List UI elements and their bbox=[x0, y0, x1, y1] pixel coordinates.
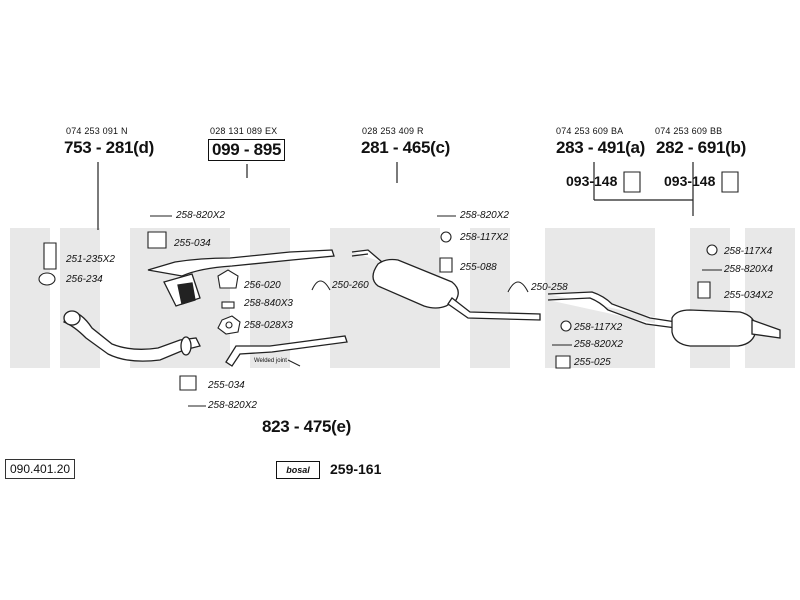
label-250-260: 250-260 bbox=[332, 280, 369, 291]
ref-rear-a: 074 253 609 BA bbox=[556, 126, 624, 136]
label-258-117x4: 258-117X4 bbox=[724, 246, 773, 257]
label-255-034x2: 255-034X2 bbox=[724, 290, 773, 301]
ref-rear-b: 074 253 609 BB bbox=[655, 126, 723, 136]
brand-logo: bosal bbox=[276, 461, 320, 479]
front-pipe-part bbox=[63, 310, 201, 362]
part-rear-a: 283 - 491(a) bbox=[556, 138, 646, 157]
label-258-117x2-mid: 258-117X2 bbox=[460, 232, 509, 243]
catalog-number: 090.401.20 bbox=[5, 459, 76, 479]
bracket-b-label: 093-148 bbox=[664, 173, 716, 189]
middle-silencer-part bbox=[351, 249, 541, 321]
label-250-258: 250-258 bbox=[531, 282, 568, 293]
label-255-034-top: 255-034 bbox=[174, 238, 211, 249]
screw-markers bbox=[150, 215, 722, 407]
label-256-020: 256-020 bbox=[244, 280, 281, 291]
label-255-088: 255-088 bbox=[460, 262, 497, 273]
label-255-034-bottom: 255-034 bbox=[208, 380, 245, 391]
fitting-kit-number: 259-161 bbox=[330, 461, 382, 477]
label-welded-joint: Welded joint bbox=[254, 358, 287, 364]
ref-front-pipe: 074 253 091 N bbox=[66, 126, 128, 136]
part-front-pipe: 753 - 281(d) bbox=[64, 138, 154, 157]
label-256-234: 256-234 bbox=[66, 274, 103, 285]
label-258-820x4: 258-820X4 bbox=[724, 264, 773, 275]
part-rear-b: 282 - 691(b) bbox=[656, 138, 746, 157]
label-251-235x2: 251-235X2 bbox=[66, 254, 115, 265]
part-middle-silencer: 281 - 465(c) bbox=[361, 138, 451, 157]
hardware-glyphs bbox=[38, 171, 739, 391]
part-middle-pipe: 823 - 475(e) bbox=[262, 417, 352, 436]
watermark-band-9 bbox=[745, 228, 795, 368]
label-258-820x2-mid: 258-820X2 bbox=[460, 210, 509, 221]
label-258-820x2-bottom: 258-820X2 bbox=[208, 400, 257, 411]
watermark-band-6 bbox=[470, 228, 510, 368]
watermark-band-2 bbox=[60, 228, 100, 368]
label-258-117x2-right: 258-117X2 bbox=[574, 322, 623, 333]
catalyst-part bbox=[147, 249, 335, 307]
ref-catalyst: 028 131 089 EX bbox=[210, 126, 278, 136]
bracket-a-label: 093-148 bbox=[566, 173, 618, 189]
label-258-840x3: 258-840X3 bbox=[244, 298, 293, 309]
ref-middle-silencer: 028 253 409 R bbox=[362, 126, 424, 136]
label-258-820x2-right: 258-820X2 bbox=[574, 339, 623, 350]
part-catalyst: 099 - 895 bbox=[208, 139, 286, 161]
middle-pipe-part bbox=[225, 335, 348, 367]
label-255-025: 255-025 bbox=[574, 357, 611, 368]
watermark-band-1 bbox=[10, 228, 50, 368]
label-258-028x3: 258-028X3 bbox=[244, 320, 293, 331]
label-258-820x2-top-left: 258-820X2 bbox=[176, 210, 225, 221]
rear-silencer-part bbox=[547, 291, 781, 347]
